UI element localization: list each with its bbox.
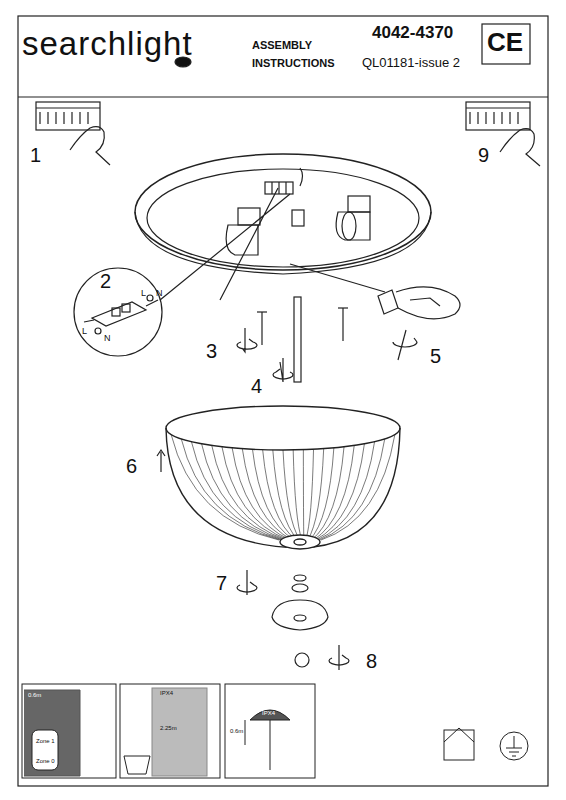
finial [237,570,349,670]
callout-number: 3 [206,340,217,362]
callout-number: 9 [478,144,489,166]
ip-rating: IPX4 [160,690,173,697]
ip-rating: IPX4 [262,710,275,717]
zone-label: Zone 0 [36,758,55,765]
callout-number: 4 [251,375,262,397]
document-ref: QL01181-issue 2 [362,56,460,70]
title: ASSEMBLY INSTRUCTIONS [252,37,342,72]
dimension-label: 0.6m [28,692,41,699]
brand-logo: searchlight [22,26,193,62]
terminal-block-inset [74,268,162,356]
callout-number: 8 [366,650,377,672]
terminal-label: L [82,327,87,337]
candle-bulb [378,287,460,319]
page-frame [18,16,548,786]
fuse-box-icon [466,102,540,166]
fixing-screws [237,297,417,382]
terminal-label: N [156,289,163,299]
ce-mark: CE [487,28,523,57]
callout-number: 7 [216,572,227,594]
callout-number: 1 [30,144,41,166]
zone-label: Zone 1 [36,738,55,745]
terminal-label: N [104,334,111,344]
callout-number: 2 [100,270,111,292]
callout-number: 5 [430,345,441,367]
ceiling-plate [135,154,431,300]
dimension-label: 0.6m [230,728,243,735]
callout-number: 6 [126,455,137,477]
terminal-label: L [141,289,146,299]
glass-shade [166,406,400,549]
zone-panels [22,684,528,778]
fuse-box-icon [36,102,110,165]
product-code: 4042-4370 [372,24,453,43]
dimension-label: 2.25m [160,725,177,732]
